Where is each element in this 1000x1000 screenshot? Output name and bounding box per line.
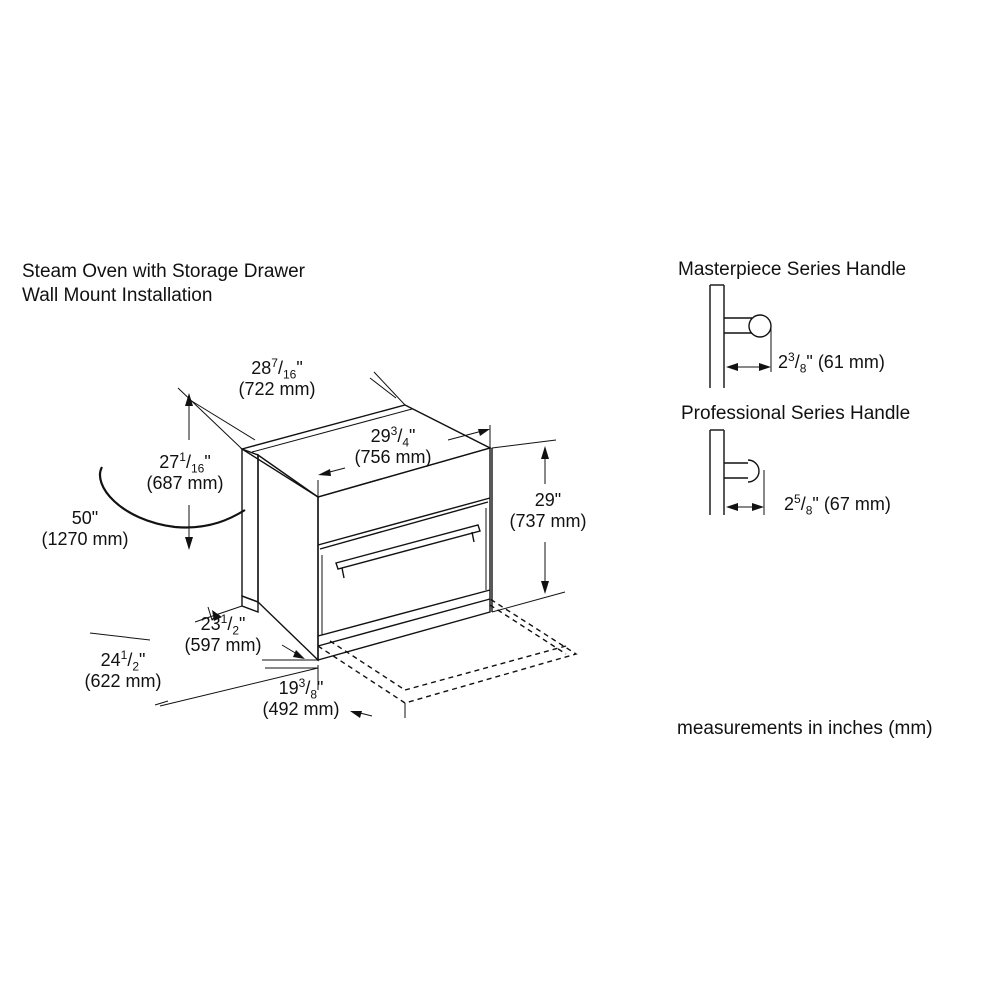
top-depth-mm: (722 mm) xyxy=(238,379,316,399)
professional-handle-dim: 25/8" (67 mm) xyxy=(784,492,891,518)
depth-outer-mm: (622 mm) xyxy=(84,671,162,691)
label-depth-inner: 231/2" (597 mm) xyxy=(168,612,278,656)
dim-side-height xyxy=(185,393,193,550)
masterpiece-handle-drawing xyxy=(709,284,772,388)
power-cord xyxy=(99,466,246,529)
label-side-height: 271/16" (687 mm) xyxy=(130,450,240,494)
label-top-depth: 287/16" (722 mm) xyxy=(222,356,332,400)
label-front-height: 29" (737 mm) xyxy=(492,490,604,532)
drawer-open-outline xyxy=(317,598,578,704)
title-line-1: Steam Oven with Storage Drawer xyxy=(22,261,306,282)
oven-handle xyxy=(335,524,481,579)
dim-drawer-depth xyxy=(317,665,406,718)
masterpiece-handle-title: Masterpiece Series Handle xyxy=(678,259,907,280)
label-cord: 50" (1270 mm) xyxy=(20,508,150,550)
label-top-width: 293/4" (756 mm) xyxy=(338,424,448,468)
dim-depth xyxy=(89,605,319,707)
cord-inch: 50" xyxy=(71,508,99,528)
depth-outer-inch: 241/2" xyxy=(100,648,146,674)
top-width-mm: (756 mm) xyxy=(354,447,432,467)
drawer-depth-mm: (492 mm) xyxy=(262,699,340,719)
oven-body xyxy=(240,404,493,662)
professional-handle-title: Professional Series Handle xyxy=(681,403,911,424)
title-line-2: Wall Mount Installation xyxy=(22,285,213,306)
masterpiece-handle-dim: 23/8" (61 mm) xyxy=(778,350,885,376)
units-note: measurements in inches (mm) xyxy=(677,718,933,739)
drawer-depth-inch: 193/8" xyxy=(278,676,324,702)
dim-top-width xyxy=(317,425,491,497)
side-height-mm: (687 mm) xyxy=(146,473,224,493)
front-height-inch: 29" xyxy=(534,490,562,510)
top-width-inch: 293/4" xyxy=(370,424,416,450)
depth-inner-inch: 231/2" xyxy=(200,612,246,638)
front-height-mm: (737 mm) xyxy=(509,511,587,531)
cord-mm: (1270 mm) xyxy=(41,529,129,549)
depth-inner-mm: (597 mm) xyxy=(184,635,262,655)
top-depth-inch: 287/16" xyxy=(251,356,303,382)
label-depth-outer: 241/2" (622 mm) xyxy=(68,648,178,692)
label-drawer-depth: 193/8" (492 mm) xyxy=(246,676,356,720)
diagram-title: Steam Oven with Storage Drawer Wall Moun… xyxy=(22,260,305,308)
dim-front-height xyxy=(491,439,566,613)
professional-handle-drawing xyxy=(709,429,765,515)
side-height-inch: 271/16" xyxy=(159,450,211,476)
